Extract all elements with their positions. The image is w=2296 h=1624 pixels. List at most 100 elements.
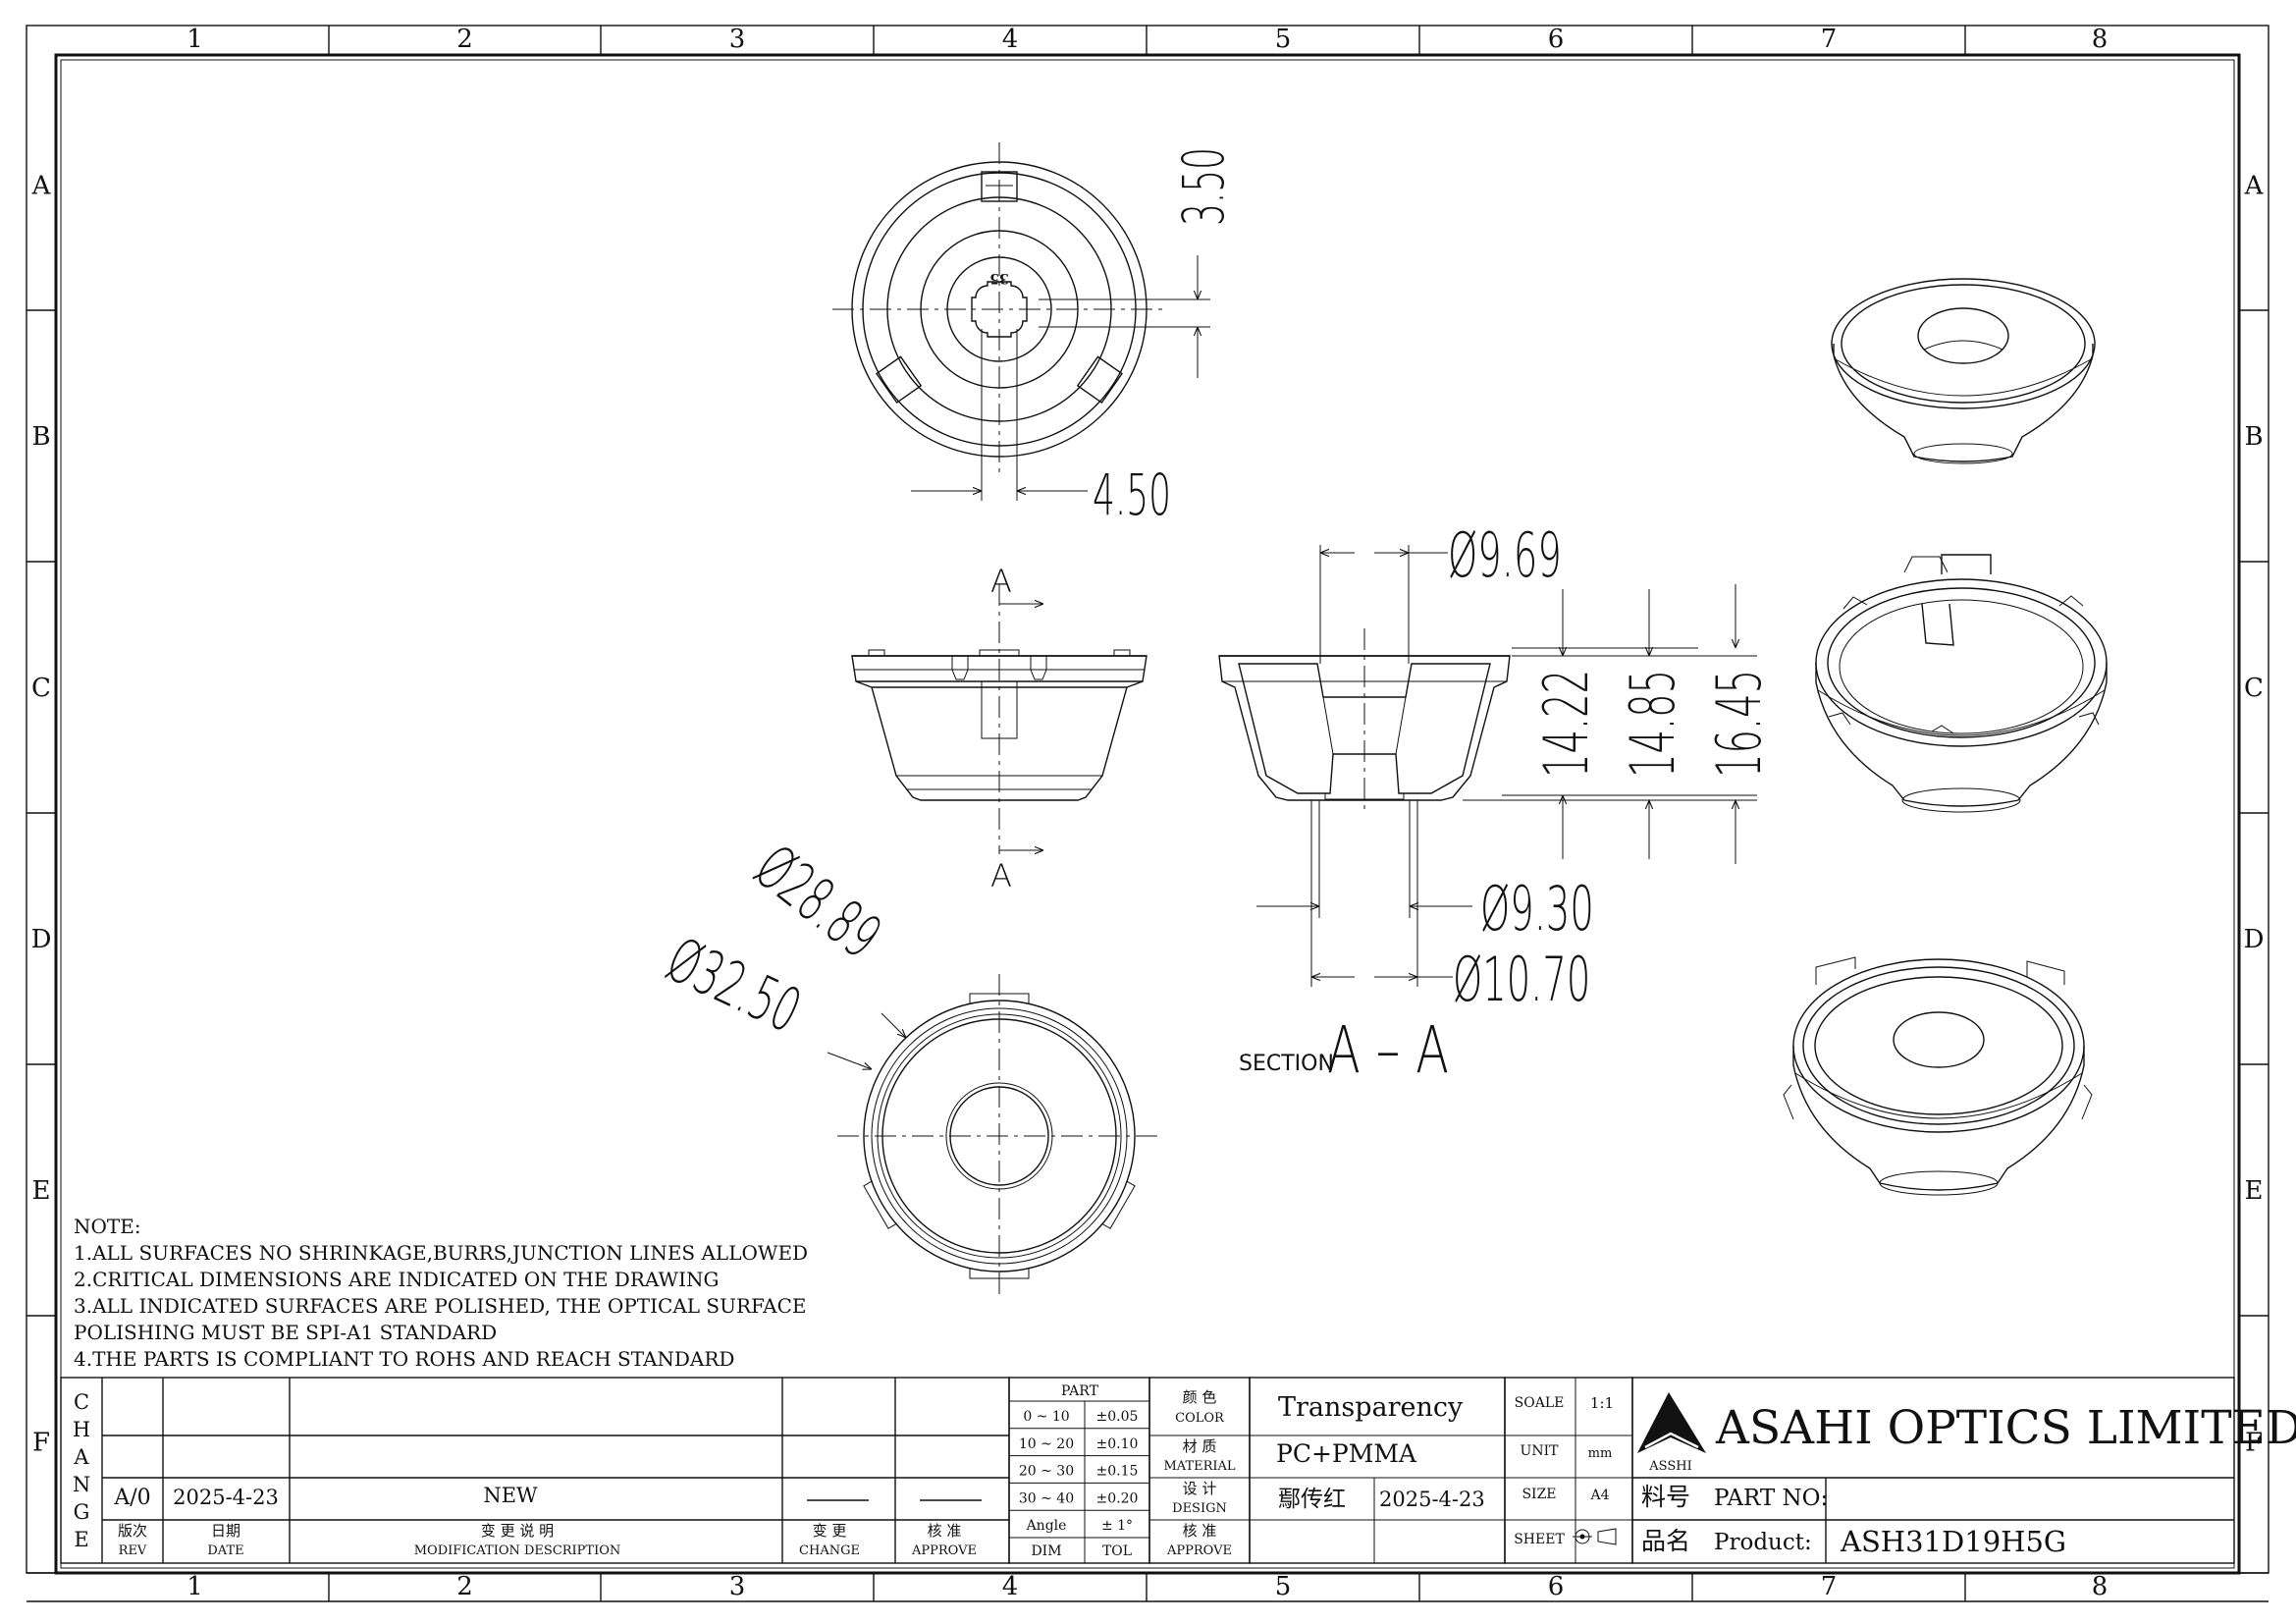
dim-3-50: 3.50 — [1171, 147, 1237, 226]
product-value: ASH31D19H5G — [1840, 1525, 2066, 1558]
approve2-cn-label: 核 准 — [1183, 1522, 1217, 1540]
company-name: ASAHI OPTICS LIMITED — [1715, 1401, 2296, 1455]
design-en-label: DESIGN — [1172, 1501, 1227, 1516]
dim-dia-9-69: Ø9.69 — [1448, 521, 1562, 592]
part-no-en-label: PART NO: — [1714, 1486, 1828, 1511]
tolerance-value: ±0.20 — [1096, 1490, 1139, 1506]
size-value: A4 — [1589, 1488, 1609, 1503]
change-vertical-label: CHANGE — [73, 1390, 90, 1551]
zone-row-label: A — [31, 172, 52, 201]
rev-value: A/0 — [113, 1486, 150, 1510]
zone-col-label: 2 — [456, 25, 473, 54]
tolerance-range: 0 ~ 10 — [1023, 1409, 1069, 1425]
dim-dia-28-89: Ø28.89 — [741, 832, 893, 972]
section-name: A – A — [1327, 1012, 1449, 1088]
zone-row-label: E — [2245, 1176, 2264, 1206]
zone-col-label: 3 — [729, 25, 746, 54]
tol-label: TOL — [1102, 1543, 1132, 1559]
zone-row-label: C — [31, 674, 51, 703]
zone-col-label: 5 — [1275, 1572, 1292, 1601]
design-date-value: 2025-4-23 — [1379, 1488, 1485, 1511]
design-cn-label: 设 计 — [1183, 1480, 1217, 1497]
tolerance-range: 20 ~ 30 — [1019, 1464, 1074, 1480]
tolerance-value: ±0.10 — [1096, 1436, 1139, 1452]
projection-symbol-icon — [1573, 1528, 1617, 1545]
color-cn-label: 颜 色 — [1183, 1388, 1217, 1406]
rev-date: 2025-4-23 — [173, 1486, 279, 1509]
change-en-label: CHANGE — [799, 1543, 860, 1558]
zone-col-label: 6 — [1548, 1572, 1565, 1601]
rev-cn-label: 版次 — [118, 1522, 147, 1540]
zone-row-label: D — [31, 925, 52, 954]
zone-col-label: 4 — [1002, 25, 1019, 54]
tolerance-value: ±0.05 — [1096, 1409, 1139, 1425]
sheet-label: SHEET — [1514, 1532, 1565, 1547]
note-line-1: 1.ALL SURFACES NO SHRINKAGE,BURRS,JUNCTI… — [74, 1241, 808, 1265]
change-letter: N — [73, 1473, 90, 1496]
notes: NOTE: 1.ALL SURFACES NO SHRINKAGE,BURRS,… — [74, 1215, 808, 1371]
change-letter: E — [74, 1528, 88, 1551]
tolerance-value: ± 1° — [1101, 1518, 1133, 1534]
zone-row-label: A — [2244, 172, 2265, 201]
material-value: PC+PMMA — [1276, 1439, 1417, 1468]
note-line-5: 4.THE PARTS IS COMPLIANT TO ROHS AND REA… — [74, 1347, 734, 1371]
approve2-en-label: APPROVE — [1166, 1543, 1232, 1558]
zone-row-label: B — [2244, 422, 2263, 452]
change-letter: C — [74, 1390, 89, 1414]
tolerance-value: ±0.15 — [1096, 1464, 1139, 1480]
desc-cn-label: 变 更 说 明 — [481, 1522, 554, 1540]
section-a-a-view — [1218, 545, 1757, 987]
zone-col-label: 2 — [456, 1572, 473, 1601]
zone-col-label: 3 — [729, 1572, 746, 1601]
date-cn-label: 日期 — [211, 1522, 240, 1540]
zone-col-label: 8 — [2092, 1572, 2109, 1601]
dim-label: DIM — [1031, 1543, 1061, 1559]
zone-col-label: 5 — [1275, 25, 1292, 54]
inner-border — [54, 53, 2241, 1575]
rev-description: NEW — [483, 1484, 538, 1507]
approve-en-label: APPROVE — [911, 1543, 977, 1558]
material-en-label: MATERIAL — [1163, 1459, 1235, 1474]
notes-title: NOTE: — [74, 1215, 141, 1238]
dim-14-85: 14.85 — [1619, 670, 1689, 778]
part-no-cn-label: 料号 — [1641, 1483, 1690, 1511]
mold-cavity-mark: 35 — [989, 270, 1008, 286]
zone-col-label: 7 — [1821, 1572, 1838, 1601]
isometric-view-3 — [1783, 956, 2093, 1196]
section-cut-label-top: A — [990, 563, 1012, 600]
date-en-label: DATE — [207, 1543, 243, 1558]
color-en-label: COLOR — [1175, 1411, 1225, 1426]
zone-row-label: F — [32, 1429, 50, 1458]
zone-row-label: C — [2244, 674, 2264, 703]
dim-dia-10-70: Ø10.70 — [1453, 946, 1590, 1016]
tolerance-rows: 0 ~ 10 ±0.05 10 ~ 20 ±0.10 20 ~ 30 ±0.15 30 ~ … — [1009, 1409, 1149, 1534]
unit-value: mm — [1588, 1446, 1613, 1461]
zone-col-label: 1 — [187, 1572, 203, 1601]
tolerance-range: 10 ~ 20 — [1019, 1436, 1074, 1452]
zone-row-label: D — [2244, 925, 2265, 954]
zone-row-label: F — [2245, 1429, 2263, 1458]
inner-border-thin — [60, 59, 2235, 1569]
section-cut-label-bottom: A — [990, 857, 1012, 894]
product-en-label: Product: — [1714, 1530, 1812, 1555]
logo-text: ASSHI — [1648, 1459, 1691, 1474]
zone-col-label: 8 — [2092, 25, 2109, 54]
drawing-frame — [26, 25, 2269, 1602]
unit-label: UNIT — [1521, 1443, 1560, 1459]
tolerance-range: 30 ~ 40 — [1019, 1490, 1074, 1506]
dim-4-50: 4.50 — [1093, 462, 1171, 528]
change-letter: A — [73, 1445, 89, 1469]
dim-16-45: 16.45 — [1705, 670, 1776, 778]
zone-row-label: E — [32, 1176, 51, 1206]
dim-14-22: 14.22 — [1532, 670, 1603, 778]
change-cn-label: 变 更 — [813, 1522, 847, 1540]
front-view — [851, 584, 1148, 854]
change-letter: G — [74, 1500, 90, 1524]
title-block: CHANGE A/0 2025-4-23 NEW 版次 REV 日期 DATE … — [60, 1377, 2296, 1564]
section-prefix: SECTION — [1239, 1052, 1334, 1076]
top-view: 35 — [832, 142, 1210, 501]
dim-dia-32-50: Ø32.50 — [656, 925, 811, 1048]
note-line-3: 3.ALL INDICATED SURFACES ARE POLISHED, T… — [74, 1294, 807, 1318]
